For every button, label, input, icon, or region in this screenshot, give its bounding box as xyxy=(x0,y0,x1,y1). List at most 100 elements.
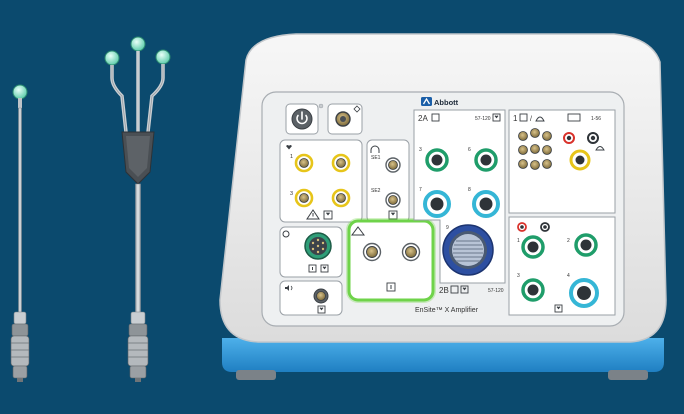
defibrillation-proof-icon xyxy=(567,113,581,122)
defibrillation-proof-icon xyxy=(323,210,333,220)
circle-icon xyxy=(282,230,290,238)
micro-port[interactable] xyxy=(542,145,552,155)
ecg-port-4[interactable] xyxy=(331,188,351,208)
port-label: 3 xyxy=(290,191,293,197)
se-panel xyxy=(366,139,410,223)
electrode-tip-icon xyxy=(12,84,28,100)
connector-collar xyxy=(128,323,148,337)
section-label: 2A xyxy=(418,114,428,123)
square-icon xyxy=(450,285,459,294)
ensite-x-amplifier: Abbott 1 2 3 4 xyxy=(219,33,667,380)
defibrillation-proof-icon xyxy=(317,305,326,314)
power-indicator-led xyxy=(318,103,324,109)
cable-wire xyxy=(18,107,22,314)
ecg-port-3[interactable] xyxy=(294,188,314,208)
ecg-port-1[interactable] xyxy=(294,153,314,173)
red-port[interactable] xyxy=(517,222,527,232)
ecg-port-group: 1 2 3 4 xyxy=(279,139,363,223)
cable-wire xyxy=(146,64,165,133)
amplifier-foot xyxy=(236,370,276,380)
defibrillation-proof-icon xyxy=(554,304,563,313)
square-icon xyxy=(519,113,528,122)
micro-port[interactable] xyxy=(518,159,528,169)
power-icon xyxy=(296,111,308,125)
micro-port[interactable] xyxy=(530,144,540,154)
abbott-logo: Abbott xyxy=(421,97,459,107)
device-label: EnSite™ X Amplifier xyxy=(415,307,479,314)
defibrillation-proof-icon xyxy=(388,210,398,220)
section-range: 57-120 xyxy=(488,288,504,294)
brand-name: Abbott xyxy=(434,98,459,107)
micro-port[interactable] xyxy=(518,131,528,141)
amplifier-foot xyxy=(608,370,648,380)
headphone-icon xyxy=(370,145,380,153)
highlighted-port-right[interactable] xyxy=(401,242,421,262)
micro-port[interactable] xyxy=(542,131,552,141)
ecg-port-2[interactable] xyxy=(331,153,351,173)
heart-icon xyxy=(286,145,292,150)
cable-wire xyxy=(110,65,128,133)
micro-port[interactable] xyxy=(518,145,528,155)
patient-body-icon xyxy=(308,264,317,273)
port-7-cyan[interactable] xyxy=(423,190,451,218)
micro-port[interactable] xyxy=(530,160,540,170)
port-9-multipin[interactable] xyxy=(442,224,494,276)
micro-port[interactable] xyxy=(530,128,540,138)
patient-connector-port[interactable] xyxy=(304,232,332,260)
port-label: SE2 xyxy=(371,188,381,194)
section-2b: 2B 57-120 xyxy=(439,285,504,295)
dome-icon xyxy=(595,146,605,151)
speaker-icon xyxy=(285,285,293,291)
amplifier-base xyxy=(222,338,664,372)
bottom-right-ports: 1 2 3 4 xyxy=(508,216,616,316)
cable-splitter-inner xyxy=(126,136,150,177)
connector-body xyxy=(10,335,30,367)
port-8-cyan[interactable] xyxy=(472,190,500,218)
section-range: 1-56 xyxy=(591,116,601,122)
connector-pin xyxy=(135,378,141,382)
bottom-right-panel xyxy=(508,216,616,316)
highlighted-port-left[interactable] xyxy=(362,242,382,262)
strain-relief xyxy=(13,311,27,325)
electrode-tip-icon xyxy=(104,50,120,66)
speaker-port[interactable] xyxy=(313,288,329,304)
red-port[interactable] xyxy=(563,132,575,144)
patient-connector-group xyxy=(279,226,343,278)
speaker-group xyxy=(279,280,343,316)
port-3-green[interactable] xyxy=(425,148,449,172)
se2-port[interactable] xyxy=(385,192,401,208)
section-label: 2B xyxy=(439,286,449,295)
micro-connector-cluster xyxy=(518,128,552,170)
connector-pin xyxy=(17,378,23,382)
micro-port[interactable] xyxy=(542,159,552,169)
electrode-neck xyxy=(18,98,22,108)
single-electrode-cable xyxy=(10,84,30,382)
section-range: 57-120 xyxy=(475,116,491,122)
port-b4-cyan[interactable] xyxy=(569,278,599,308)
section-label: 1 xyxy=(513,114,518,123)
black-port[interactable] xyxy=(540,222,550,232)
port-6-green[interactable] xyxy=(474,148,498,172)
se1-port[interactable] xyxy=(385,157,401,173)
electrode-tip-icon xyxy=(130,36,146,52)
dome-icon xyxy=(535,116,545,122)
port-label: 2 xyxy=(567,238,570,244)
connector-body xyxy=(127,335,149,367)
port-b2-green[interactable] xyxy=(574,233,598,257)
connector-collar xyxy=(11,323,29,337)
port-label: 1 xyxy=(517,238,520,244)
black-port[interactable] xyxy=(587,132,599,144)
yellow-large-port[interactable] xyxy=(569,149,591,171)
strain-relief xyxy=(130,311,146,325)
warning-triangle-icon xyxy=(306,209,320,220)
port-label: 6 xyxy=(468,147,471,153)
highlight-frame xyxy=(347,219,435,302)
port-b1-green[interactable] xyxy=(521,235,545,259)
port-b3-green[interactable] xyxy=(521,278,545,302)
port-label: 3 xyxy=(517,273,520,279)
highlighted-port-group xyxy=(346,218,436,303)
cable-wire xyxy=(135,183,141,315)
speaker-panel xyxy=(279,280,343,316)
